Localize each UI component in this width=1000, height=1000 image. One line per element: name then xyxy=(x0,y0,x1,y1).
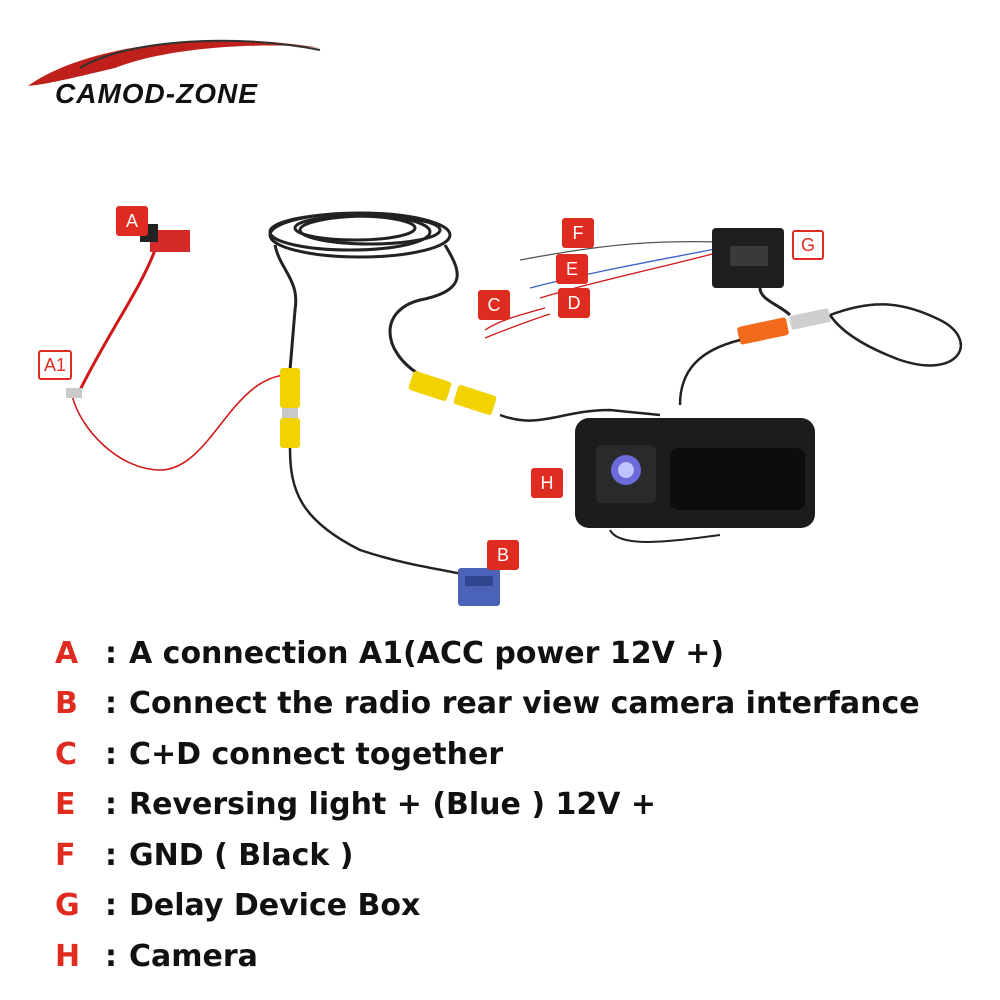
legend: A : A connection A1(ACC power 12V +) B :… xyxy=(55,628,975,982)
legend-sep: : xyxy=(105,888,117,924)
legend-row-e: E : Reversing light + (Blue ) 12V + xyxy=(55,780,975,831)
delay-device-box xyxy=(712,228,792,317)
legend-key: C xyxy=(55,736,78,772)
legend-row-h: H : Camera xyxy=(55,931,975,982)
brand-logo: CAMOD-ZONE xyxy=(20,28,340,118)
wiring-illustration xyxy=(66,211,962,606)
label-c: C xyxy=(478,290,510,320)
legend-row-a: A : A connection A1(ACC power 12V +) xyxy=(55,628,975,679)
legend-key: A xyxy=(55,635,79,671)
legend-sep: : xyxy=(105,837,117,873)
legend-key: B xyxy=(55,686,78,722)
legend-key: E xyxy=(55,787,76,823)
legend-sep: : xyxy=(105,635,117,671)
label-h: H xyxy=(531,468,563,498)
legend-text: GND ( Black ) xyxy=(129,837,354,873)
power-wire-a1 xyxy=(71,374,286,471)
legend-key: F xyxy=(55,837,76,873)
rca-yellow-left xyxy=(280,368,300,448)
video-cable-b xyxy=(288,447,481,582)
legend-row-b: B : Connect the radio rear view camera i… xyxy=(55,679,975,730)
label-f: F xyxy=(562,218,594,248)
legend-sep: : xyxy=(105,938,117,974)
signal-wires xyxy=(484,240,721,339)
legend-text: Reversing light + (Blue ) 12V + xyxy=(129,787,657,823)
label-d: D xyxy=(558,288,590,318)
legend-text: Connect the radio rear view camera inter… xyxy=(129,686,920,722)
legend-sep: : xyxy=(105,686,117,722)
legend-row-g: G : Delay Device Box xyxy=(55,881,975,932)
label-a: A xyxy=(116,206,148,236)
legend-row-f: F : GND ( Black ) xyxy=(55,830,975,881)
fuse-connector-a xyxy=(150,230,190,252)
rca-orange xyxy=(737,308,831,345)
rca-yellow-right xyxy=(408,371,497,415)
camera-handle xyxy=(575,418,815,543)
power-wire-a xyxy=(78,249,157,391)
legend-sep: : xyxy=(105,736,117,772)
wiring-diagram: A A1 B C D E F G H xyxy=(0,190,1000,620)
brand-name: CAMOD-ZONE xyxy=(55,78,258,109)
legend-row-c: C : C+D connect together xyxy=(55,729,975,780)
legend-text: Delay Device Box xyxy=(129,888,421,924)
legend-text: Camera xyxy=(129,938,258,974)
label-e: E xyxy=(556,254,588,284)
label-g: G xyxy=(792,230,824,260)
coiled-cable xyxy=(268,211,459,377)
legend-key: G xyxy=(55,888,80,924)
radio-plug-b xyxy=(458,568,500,606)
legend-sep: : xyxy=(105,787,117,823)
legend-key: H xyxy=(55,938,81,974)
car-swoosh-icon xyxy=(28,39,321,86)
legend-text: C+D connect together xyxy=(129,736,504,772)
label-b: B xyxy=(487,540,519,570)
label-a1: A1 xyxy=(38,350,72,380)
legend-text: A connection A1(ACC power 12V +) xyxy=(129,635,725,671)
